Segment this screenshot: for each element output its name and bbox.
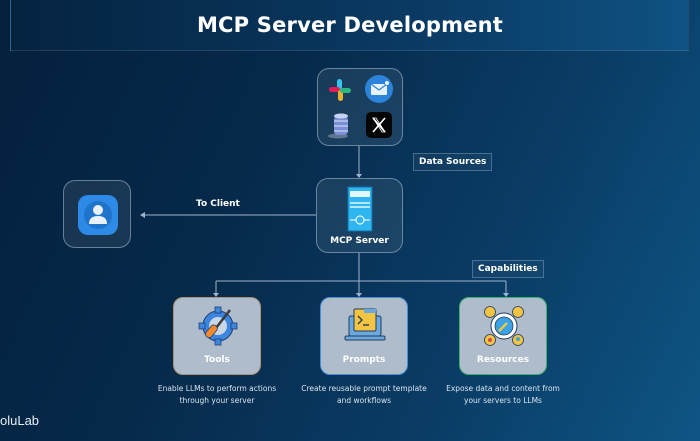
mail-icon	[365, 75, 393, 103]
to-client-label: To Client	[196, 199, 240, 209]
title-bar: MCP Server Development	[10, 0, 690, 51]
arrow-to-client	[140, 212, 145, 218]
prompts-description: Create reusable prompt template and work…	[301, 384, 427, 405]
slack-icon	[329, 79, 351, 101]
brand-watermark: oluLab	[0, 413, 40, 428]
resources-label: Resources	[476, 355, 530, 365]
data-sources-node[interactable]	[317, 68, 403, 146]
mcp-server-node[interactable]: MCP Server	[316, 178, 403, 253]
prompts-icon	[344, 308, 386, 341]
x-icon	[366, 112, 392, 138]
data-sources-label: Data Sources	[413, 153, 493, 171]
capability-card-resources[interactable]: Resources	[459, 297, 547, 375]
page-title: MCP Server Development	[196, 13, 504, 37]
resources-icon	[484, 306, 524, 346]
mcp-server-label: MCP Server	[330, 236, 389, 246]
client-node[interactable]	[63, 180, 131, 248]
tools-label: Tools	[204, 355, 230, 365]
capability-card-prompts[interactable]: Prompts	[320, 297, 408, 375]
capability-card-tools[interactable]: Tools	[173, 297, 261, 375]
user-icon	[78, 195, 118, 235]
tools-icon	[198, 306, 238, 346]
prompts-label: Prompts	[342, 355, 386, 365]
database-icon	[328, 113, 348, 139]
server-icon	[347, 186, 373, 232]
tools-description: Enable LLMs to perform actions through y…	[157, 384, 277, 405]
capabilities-label: Capabilities	[472, 260, 544, 278]
resources-description: Expose data and content from your server…	[446, 384, 560, 405]
